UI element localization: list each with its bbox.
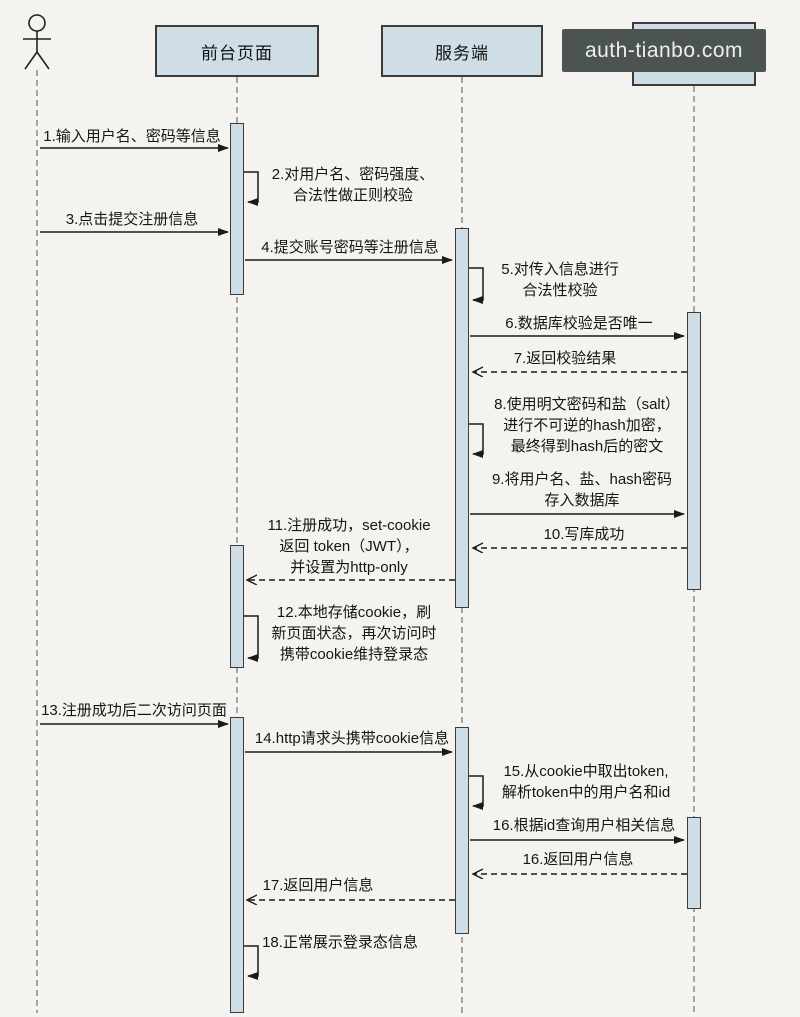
participant-frontend-label: 前台页面 (201, 43, 273, 63)
message-label-7: 7.返回校验结果 (513, 350, 617, 367)
message-arrow-12 (244, 615, 259, 662)
message-label-3: 3.点击提交注册信息 (65, 211, 199, 228)
message-arrow-18 (244, 945, 259, 980)
message-label-9: 9.将用户名、盐、hash密码存入数据库 (491, 471, 673, 509)
participant-server-label: 服务端 (435, 43, 489, 63)
message-label-10: 10.写库成功 (543, 526, 625, 543)
watermark-text: auth-tianbo.com (584, 38, 744, 62)
activation-frontend-1 (230, 123, 244, 295)
activation-server-2 (455, 727, 469, 934)
activation-database-1 (687, 312, 701, 590)
participant-server: 服务端 (381, 25, 543, 77)
message-label-13: 13.注册成功后二次访问页面 (41, 702, 227, 719)
participant-frontend: 前台页面 (155, 25, 319, 77)
message-label-6: 6.数据库校验是否唯一 (505, 315, 653, 332)
message-arrow-15 (469, 775, 484, 810)
message-label-5: 5.对传入信息进行合法性校验 (501, 261, 619, 299)
message-label-4: 4.提交账号密码等注册信息 (261, 239, 439, 256)
message-label-12: 12.本地存储cookie，刷新页面状态，再次访问时携带cookie维持登录态 (271, 604, 437, 663)
message-label-16: 16.根据id查询用户相关信息 (492, 817, 676, 834)
message-label-17: 17.返回用户信息 (262, 877, 374, 894)
message-label-8: 8.使用明文密码和盐（salt）进行不可逆的hash加密，最终得到hash后的密… (494, 396, 680, 455)
actor-icon (23, 14, 51, 70)
activation-database-2 (687, 817, 701, 909)
message-label-18: 18.正常展示登录态信息 (262, 934, 418, 951)
watermark-badge: auth-tianbo.com (562, 29, 766, 72)
message-label-16b: 16.返回用户信息 (522, 851, 634, 868)
message-arrow-8 (469, 423, 484, 458)
activation-frontend-2 (230, 545, 244, 668)
message-label-15: 15.从cookie中取出token,解析token中的用户名和id (501, 763, 671, 801)
message-arrow-2 (244, 171, 259, 206)
message-label-1: 1.输入用户名、密码等信息 (43, 128, 221, 145)
message-label-14: 14.http请求头携带cookie信息 (254, 730, 450, 747)
message-label-2: 2.对用户名、密码强度、合法性做正则校验 (271, 166, 435, 204)
activation-frontend-3 (230, 717, 244, 1013)
activation-server-1 (455, 228, 469, 608)
message-arrow-5 (469, 267, 484, 304)
